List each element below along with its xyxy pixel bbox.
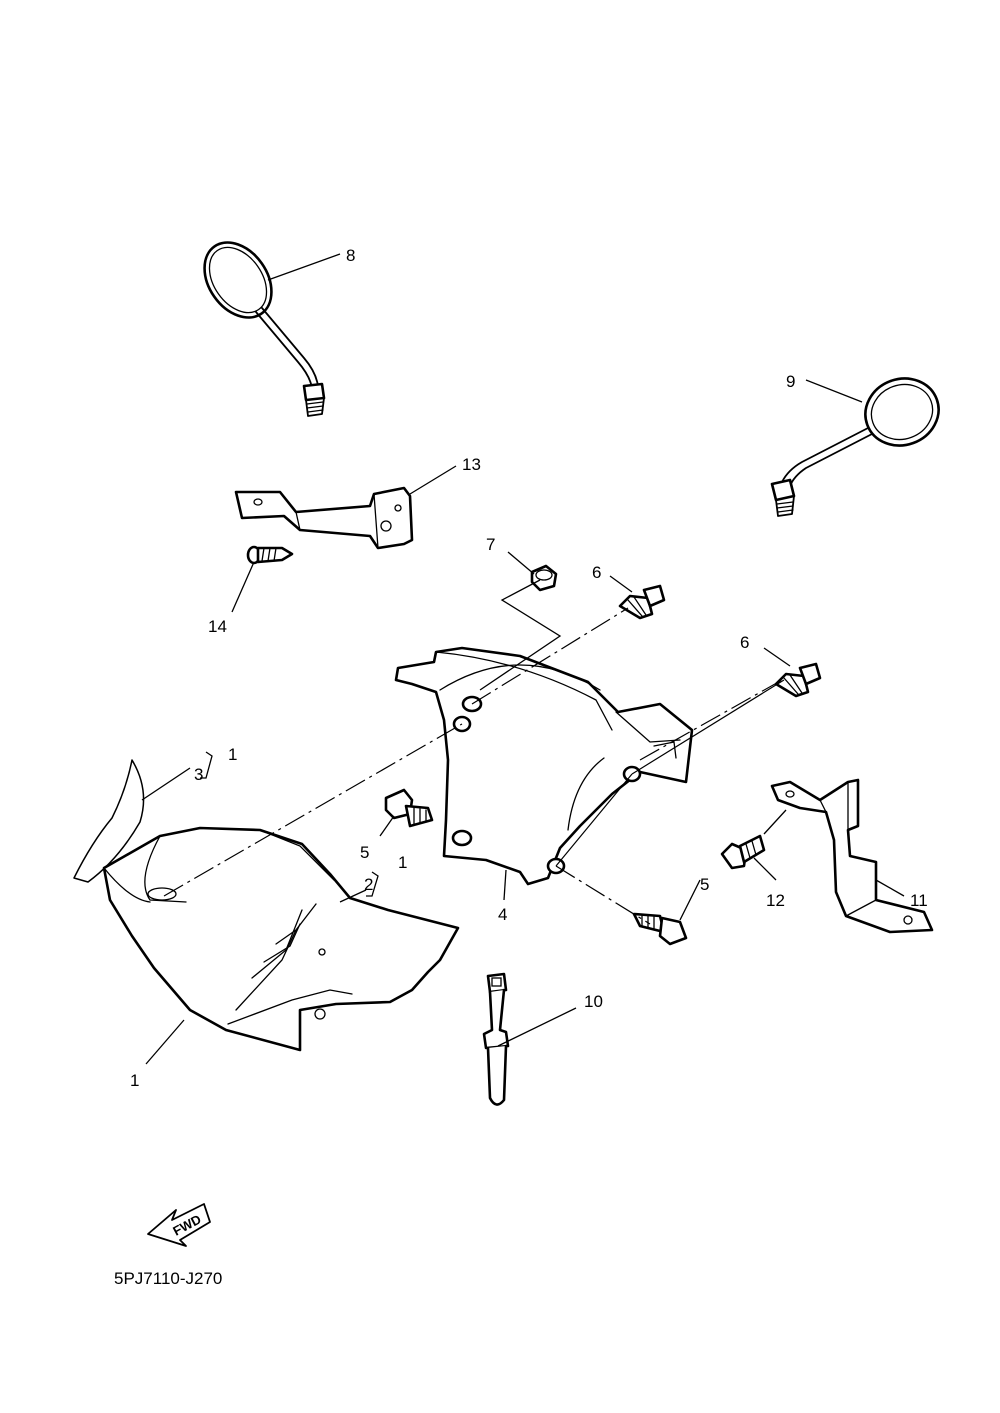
fwd-arrow-icon: FWD xyxy=(147,1203,211,1247)
part-14-screw[interactable] xyxy=(246,545,294,565)
callout-labels: 8 9 13 14 7 6 6 1 3 1 2 5 4 5 12 11 10 1 xyxy=(130,246,928,1090)
leader-lines xyxy=(141,253,905,1065)
callout-14: 14 xyxy=(208,617,227,636)
callout-6-top: 6 xyxy=(592,563,601,582)
callout-11: 11 xyxy=(910,891,928,910)
callout-1-top: 1 xyxy=(228,745,237,764)
callout-5-right: 5 xyxy=(700,875,709,894)
callout-5-left: 5 xyxy=(360,843,369,862)
part-6-bolt-top[interactable] xyxy=(618,584,666,620)
callout-13: 13 xyxy=(462,455,481,474)
callout-4: 4 xyxy=(498,905,507,924)
part-3-visor[interactable] xyxy=(73,759,145,883)
part-1-front-cover[interactable] xyxy=(102,826,460,1052)
part-8-left-mirror[interactable] xyxy=(191,230,326,417)
callout-2: 2 xyxy=(364,875,373,894)
callout-12: 12 xyxy=(766,891,785,910)
part-10-cable-band[interactable] xyxy=(482,972,510,1106)
part-4-inner-cover[interactable] xyxy=(394,646,694,886)
part-9-right-mirror[interactable] xyxy=(770,368,948,517)
part-5-bolt-left[interactable] xyxy=(384,788,434,828)
callout-9: 9 xyxy=(786,372,795,391)
part-6-bolt-right[interactable] xyxy=(774,662,822,698)
callout-7: 7 xyxy=(486,535,495,554)
assembly-center-lines xyxy=(163,579,785,925)
callout-8: 8 xyxy=(346,246,355,265)
callout-6-right: 6 xyxy=(740,633,749,652)
part-5-bolt-right[interactable] xyxy=(632,912,688,946)
part-13-left-bracket[interactable] xyxy=(234,486,414,550)
part-7-nut[interactable] xyxy=(530,564,558,592)
part-11-right-bracket[interactable] xyxy=(770,778,934,934)
drawing-code: 5PJ7110-J270 xyxy=(114,1269,222,1288)
part-12-screw[interactable] xyxy=(720,834,766,870)
callout-1-bottom: 1 xyxy=(130,1071,139,1090)
callout-1-mid: 1 xyxy=(398,853,407,872)
callout-3: 3 xyxy=(194,765,203,784)
callout-10: 10 xyxy=(584,992,603,1011)
